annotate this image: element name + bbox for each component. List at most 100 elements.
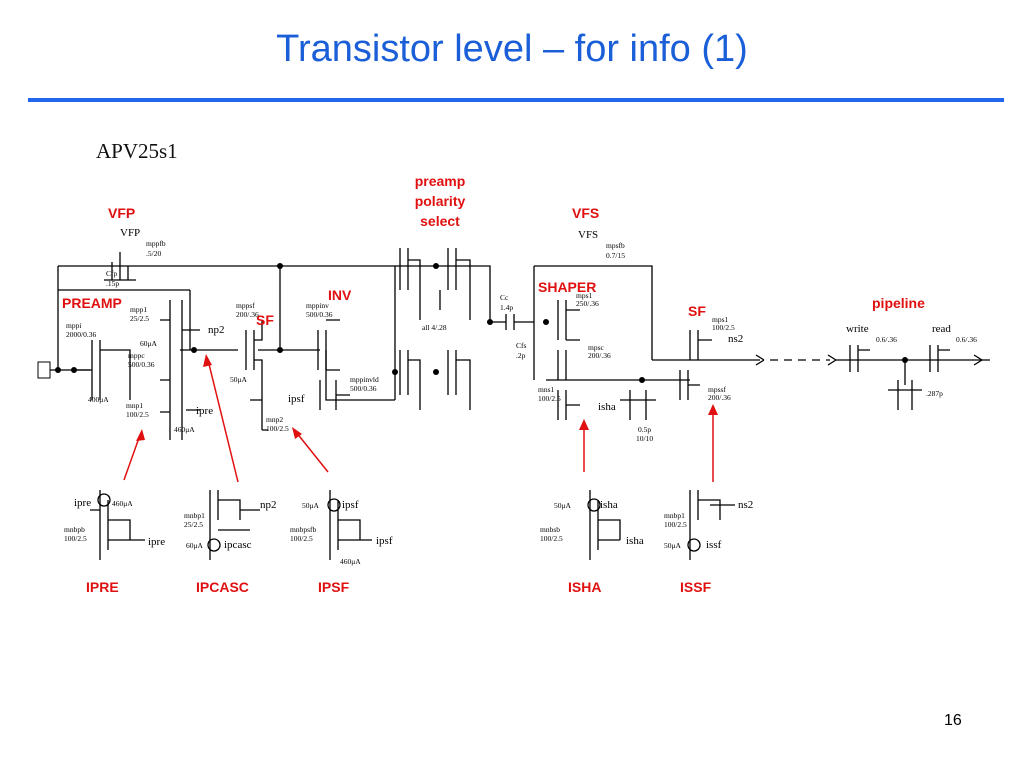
label-shaper: SHAPER [538,279,596,295]
ann-mpssf-name: mpssf [708,385,726,394]
bias-mnbsb-size: 100/2.5 [540,534,563,543]
label-ipsf: IPSF [318,579,350,595]
bias-mnbp1b-name: mnbp1 [664,511,685,520]
node-write: write [846,323,869,335]
bias-ipcasc: ipcasc [224,539,252,551]
label-ipre: IPRE [86,579,119,595]
ann-mns1-name: mns1 [538,385,555,394]
node-vfs: VFS [578,229,598,241]
schematic-name: APV25s1 [96,139,178,163]
bias-c50-sha: 50μA [554,501,572,510]
label-polarity-line1: preamp [415,173,466,189]
title-underline [28,98,1004,102]
bias-ipsf-node: ipsf [342,499,359,511]
bias-c50-sf: 50μA [302,501,320,510]
node-ipre: ipre [196,405,213,417]
ann-w2: 0.6/.36 [956,335,977,344]
node-ipsf: ipsf [288,393,305,405]
ann-cc-value: 1.4p [500,303,513,312]
ann-c460: 460μA [174,425,195,434]
label-isha: ISHA [568,579,601,595]
ann-cfp-value: .15p [106,279,119,288]
ann-mns1-size: 100/2.5 [538,394,561,403]
ann-mnp2-name: mnp2 [266,415,283,424]
ann-mps1-name: mps1 [576,291,593,300]
bias-mnbpb-name: mnbpb [64,525,85,534]
bias-mnbsb-name: mnbsb [540,525,560,534]
node-isha: isha [598,401,616,413]
label-sf-1: SF [256,312,274,328]
bias-mnbpsfb-name: mnbpsfb [290,525,317,534]
node-read: read [932,323,951,335]
ann-mppinv-name: mppinv [306,301,329,310]
ann-cap05-size: 10/10 [636,434,653,443]
ann-cs: .287p [926,389,943,398]
label-issf: ISSF [680,579,712,595]
bias-ipre-current: 460μA [112,499,133,508]
ann-mpsfb-size: 0.7/15 [606,251,625,260]
ann-all: all 4/.28 [422,323,447,332]
slide-title: Transistor level – for info (1) [276,28,748,70]
ann-mpp1-size: 25/2.5 [130,314,149,323]
bias-mnbp1a-name: mnbp1 [184,511,205,520]
bias-ipsf-out: ipsf [376,535,393,547]
ann-mppc-name: mppc [128,351,145,360]
label-vfs: VFS [572,205,599,221]
transistor-symbols [74,248,950,440]
bias-circuits [90,490,735,560]
ann-mps1b-name: mps1 [712,315,729,324]
bias-mnbpsfb-size: 100/2.5 [290,534,313,543]
ann-mppfb-name: mppfb [146,239,166,248]
bias-c50-ssf: 50μA [664,541,682,550]
bias-mnbpb-size: 100/2.5 [64,534,87,543]
bias-ns2: ns2 [738,499,753,511]
ann-mpsc-size: 200/.36 [588,351,611,360]
ann-mnp1-name: mnp1 [126,401,143,410]
ann-mppsf-name: mppsf [236,301,255,310]
ann-mpssf-size: 200/.36 [708,393,731,402]
ann-mnp1-size: 100/2.5 [126,410,149,419]
ann-cap05-value: 0.5p [638,425,651,434]
ann-mpp1-name: mpp1 [130,305,147,314]
label-sf-2: SF [688,303,706,319]
label-pipeline: pipeline [872,295,925,311]
ann-c60: 60μA [140,339,158,348]
ann-mppi-size: 2000/0.36 [66,330,96,339]
bias-mnbp1a-size: 25/2.5 [184,520,203,529]
label-inv: INV [328,287,352,303]
label-ipcasc: IPCASC [196,579,249,595]
ann-cfs-value: .2p [516,351,526,360]
label-preamp: PREAMP [62,295,122,311]
ann-cfp-name: Cfp [106,269,118,278]
node-np2: np2 [208,324,225,336]
ann-cfs-name: Cfs [516,341,527,350]
ann-mppfb-size: .5/20 [146,249,161,258]
page-number: 16 [944,712,962,729]
bias-ipre-node: ipre [74,497,91,509]
ann-mpsc-name: mpsc [588,343,605,352]
ann-mppinv-size: 500/0.36 [306,310,333,319]
bias-isha-out: isha [626,535,644,547]
ann-mps1-size: 250/.36 [576,299,599,308]
node-vfp: VFP [120,227,140,239]
label-polarity-line2: polarity [415,193,466,209]
ann-w1: 0.6/.36 [876,335,897,344]
ann-mpsfb-name: mpsfb [606,241,625,250]
node-ns2: ns2 [728,333,743,345]
ann-mnp2-size: 100/2.5 [266,424,289,433]
input-pad [37,361,51,379]
ann-c50-sf: 50μA [230,375,248,384]
ann-cc-name: Cc [500,293,509,302]
annotation-arrows [123,354,718,483]
ann-mppsf-size: 200/.36 [236,310,259,319]
bias-issf: issf [706,539,722,551]
ann-mps1b-size: 100/2.5 [712,323,735,332]
bias-isha-node: isha [600,499,618,511]
bias-ipre-out: ipre [148,536,165,548]
ann-mppc-size: 500/0.36 [128,360,155,369]
bias-c60: 60μA [186,541,204,550]
bias-mnbp1b-size: 100/2.5 [664,520,687,529]
bias-c460-sf: 460μA [340,557,361,566]
ann-c400: 400μA [88,395,109,404]
ann-mppinvld-size: 500/0.36 [350,384,377,393]
